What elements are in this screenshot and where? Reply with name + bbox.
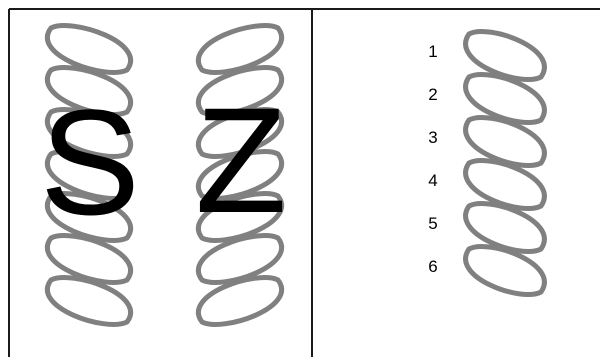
s-rope-ply-5 xyxy=(45,191,133,243)
z-rope-ply-5 xyxy=(196,191,284,243)
numbered-rope-ply-6 xyxy=(463,244,547,297)
ply-number-1: 1 xyxy=(428,42,437,61)
ply-number-2: 2 xyxy=(428,85,437,104)
s-rope-ply-6 xyxy=(45,233,133,285)
ply-number-labels: 1 2 3 4 5 6 xyxy=(428,42,437,276)
left-panel: S Z xyxy=(40,23,287,327)
ply-number-6: 6 xyxy=(428,257,437,276)
z-rope-ply-6 xyxy=(196,233,284,285)
s-twist-letter: S xyxy=(40,78,140,246)
numbered-rope-ply-4 xyxy=(463,158,547,211)
s-rope-ply-4 xyxy=(45,149,133,201)
numbered-rope-ply-5 xyxy=(463,201,547,254)
right-panel: 1 2 3 4 5 6 xyxy=(428,29,547,297)
s-rope-ply-1 xyxy=(45,23,133,75)
z-rope-ply-7 xyxy=(196,275,284,327)
z-twist-letter: Z xyxy=(195,76,287,244)
ply-number-3: 3 xyxy=(428,128,437,147)
z-rope-ply-3 xyxy=(196,107,284,159)
s-twist-rope xyxy=(45,23,133,327)
z-rope-ply-4 xyxy=(196,149,284,201)
numbered-ply-rope xyxy=(463,29,547,297)
numbered-rope-ply-1 xyxy=(463,29,547,82)
panel-frame xyxy=(8,8,600,357)
s-rope-ply-2 xyxy=(45,65,133,117)
z-rope-ply-1 xyxy=(196,23,284,75)
ply-number-5: 5 xyxy=(428,214,437,233)
ply-number-4: 4 xyxy=(428,171,437,190)
numbered-rope-ply-3 xyxy=(463,115,547,168)
s-rope-ply-3 xyxy=(45,107,133,159)
z-rope-ply-2 xyxy=(196,65,284,117)
z-twist-rope xyxy=(196,23,284,327)
numbered-rope-ply-2 xyxy=(463,72,547,125)
s-rope-ply-7 xyxy=(45,275,133,327)
